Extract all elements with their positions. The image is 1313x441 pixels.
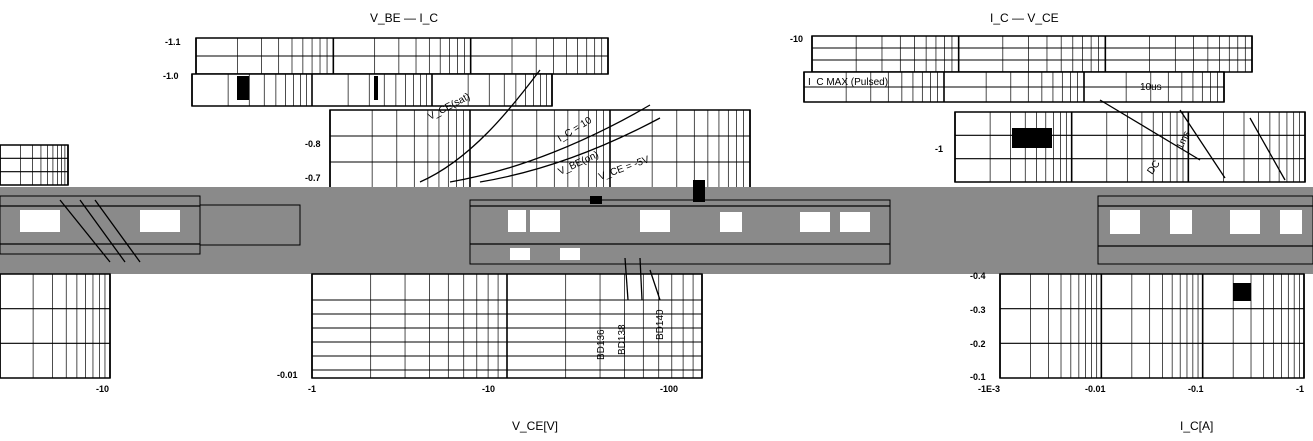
band-fragment — [640, 210, 670, 232]
chart-2-ytick-1: -1 — [935, 144, 943, 154]
band-fragment — [1230, 210, 1260, 234]
chart-0-ytick-3: -0.7 — [305, 173, 321, 183]
dc-curve-1 — [1099, 99, 1201, 161]
grid-layer — [0, 35, 1313, 379]
vbe-on-curve — [449, 104, 651, 183]
vce-sat-curve — [419, 69, 541, 183]
device-label-0: BD136 — [596, 329, 607, 360]
soa-curve-2 — [79, 199, 126, 263]
chart-3-xtick-0: -1E-3 — [978, 384, 1000, 394]
device-label-1: BD138 — [617, 324, 628, 355]
band-fragment — [1280, 210, 1302, 234]
artifact — [237, 76, 249, 100]
dc-curve-2 — [1179, 109, 1226, 179]
t10us-label: 10us — [1140, 82, 1162, 93]
chart-1-xtick-0: -1 — [308, 384, 316, 394]
device-label-2: BD140 — [655, 309, 666, 340]
curves — [59, 69, 1286, 301]
artifact — [374, 76, 378, 100]
band-window — [1097, 195, 1313, 265]
ic-max-label: I_C MAX (Pulsed) — [808, 77, 888, 88]
chart-1-xtick-2: -100 — [660, 384, 678, 394]
chart-1-xtick-1: -10 — [482, 384, 495, 394]
chart-0-ytick-1: -1.0 — [163, 71, 179, 81]
artifact — [693, 180, 705, 202]
chart-3-ytick-2: -0.2 — [970, 339, 986, 349]
device-line-140 — [649, 269, 661, 301]
chart-3-ytick-0: -0.4 — [970, 271, 986, 281]
chart-2-title: I_C — V_CE — [990, 11, 1059, 25]
dc-curve-3 — [1249, 117, 1286, 181]
grid-panel — [0, 273, 111, 379]
device-line-138 — [639, 257, 643, 301]
artifact — [590, 196, 602, 204]
chart-4-xtick-0: -10 — [96, 384, 109, 394]
grid-panel — [329, 109, 751, 189]
artifacts — [237, 76, 1251, 301]
band-fragment — [20, 210, 60, 232]
chart-3-xtick-3: -1 — [1296, 384, 1304, 394]
band-fragment — [1110, 210, 1140, 234]
band-fragment — [510, 248, 530, 260]
band-fragment — [140, 210, 180, 232]
chart-3-xlabel: I_C[A] — [1180, 419, 1213, 433]
chart-0-ytick-0: -1.1 — [165, 37, 181, 47]
chart-3-ytick-3: -0.1 — [970, 372, 986, 382]
chart-2-ytick-0: -10 — [790, 34, 803, 44]
band-fragment — [508, 210, 526, 232]
band-fragment — [530, 210, 560, 232]
soa-curve-3 — [94, 199, 141, 263]
grid-panel — [999, 273, 1305, 379]
artifact — [1233, 283, 1251, 301]
chart-0-title: V_BE — I_C — [370, 11, 438, 25]
band-fragment — [1170, 210, 1192, 234]
band-fragment — [800, 212, 830, 232]
band-fragment — [560, 248, 580, 260]
grid-panel — [811, 35, 1253, 73]
chart-1-ytick-0: -0.01 — [277, 370, 298, 380]
chart-3-xtick-2: -0.1 — [1188, 384, 1204, 394]
device-line-136 — [624, 257, 629, 301]
band-window — [199, 204, 301, 246]
chart-3-ytick-1: -0.3 — [970, 305, 986, 315]
soa-curve-1 — [59, 199, 111, 263]
band-window — [469, 199, 891, 265]
band-fragment — [840, 212, 870, 232]
band-fragment — [720, 212, 742, 232]
vce5-curve — [479, 117, 661, 183]
artifact — [1012, 128, 1052, 148]
chart-0-ytick-2: -0.8 — [305, 139, 321, 149]
chart-3-xtick-1: -0.01 — [1085, 384, 1106, 394]
chart-1-xlabel: V_CE[V] — [512, 419, 558, 433]
